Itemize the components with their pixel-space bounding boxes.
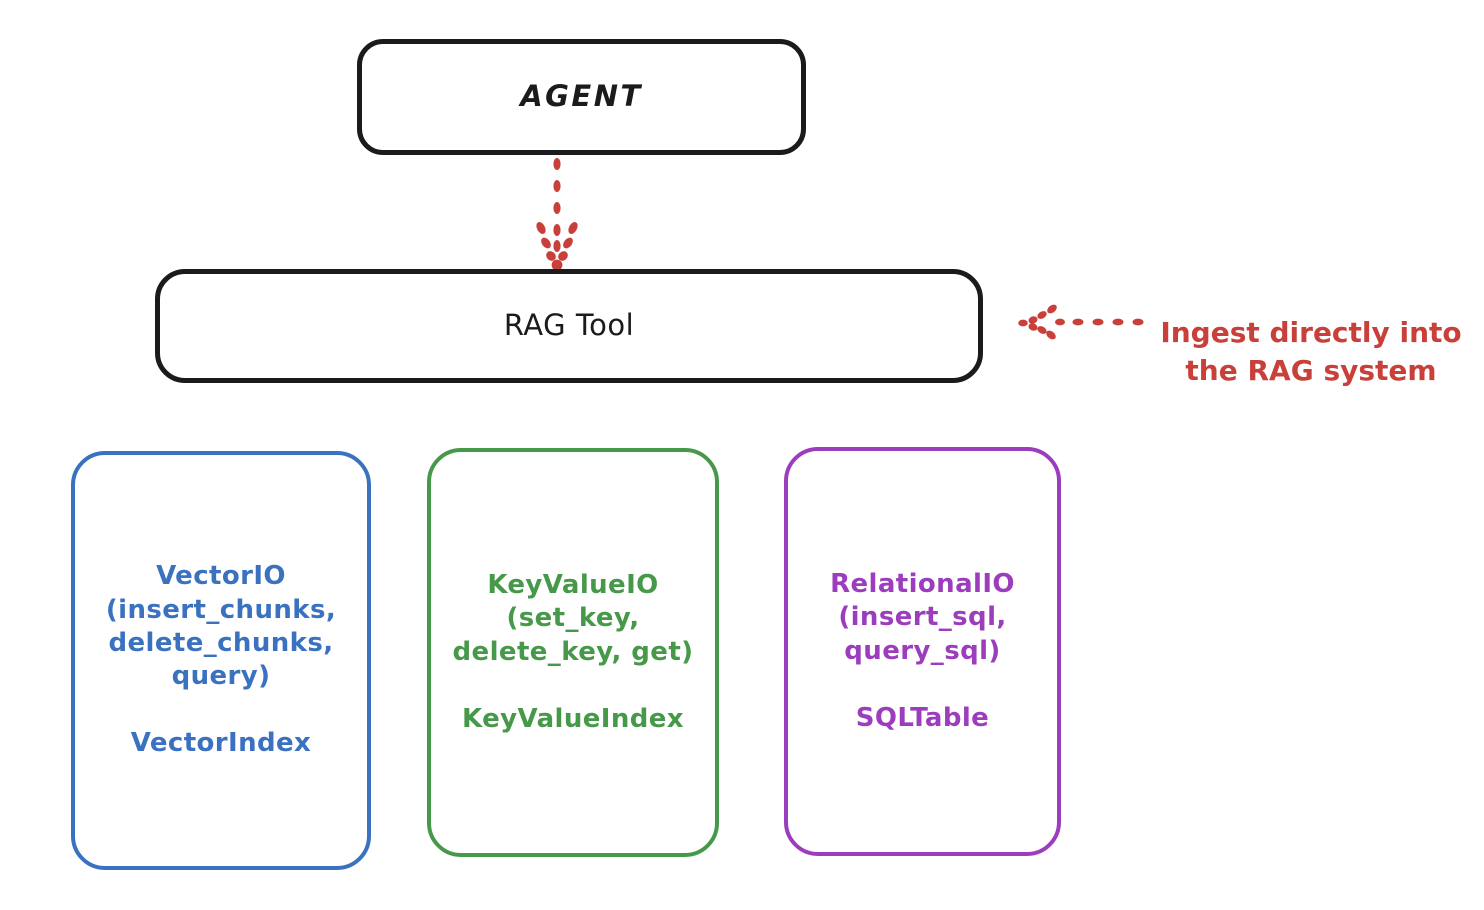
node-agent[interactable]: AGENT — [357, 39, 806, 155]
node-relational-io-secondary-label: SQLTable — [855, 702, 990, 733]
ingest-annotation: Ingest directly into the RAG system — [1146, 276, 1476, 389]
node-key-value-io[interactable]: KeyValueIO (set_key, delete_key, get) Ke… — [427, 448, 719, 857]
ingest-note-arrow-icon — [1018, 304, 1144, 340]
node-relational-io[interactable]: RelationalIO (insert_sql, query_sql) SQL… — [784, 447, 1061, 856]
node-key-value-io-secondary-label: KeyValueIndex — [462, 703, 684, 734]
node-relational-io-primary-label: RelationalIO (insert_sql, query_sql) — [830, 568, 1015, 666]
node-key-value-io-primary-label: KeyValueIO (set_key, delete_key, get) — [452, 569, 694, 667]
node-agent-label: AGENT — [520, 79, 643, 114]
node-vector-io-primary-label: VectorIO (insert_chunks, delete_chunks, … — [105, 561, 337, 692]
node-rag-tool-label: RAG Tool — [503, 308, 635, 343]
node-rag-tool[interactable]: RAG Tool — [155, 269, 983, 383]
node-vector-io-secondary-label: VectorIndex — [130, 728, 312, 759]
agent-to-rag-tool-arrow-icon — [536, 158, 578, 270]
ingest-annotation-text: Ingest directly into the RAG system — [1160, 315, 1462, 387]
node-vector-io[interactable]: VectorIO (insert_chunks, delete_chunks, … — [71, 451, 371, 870]
